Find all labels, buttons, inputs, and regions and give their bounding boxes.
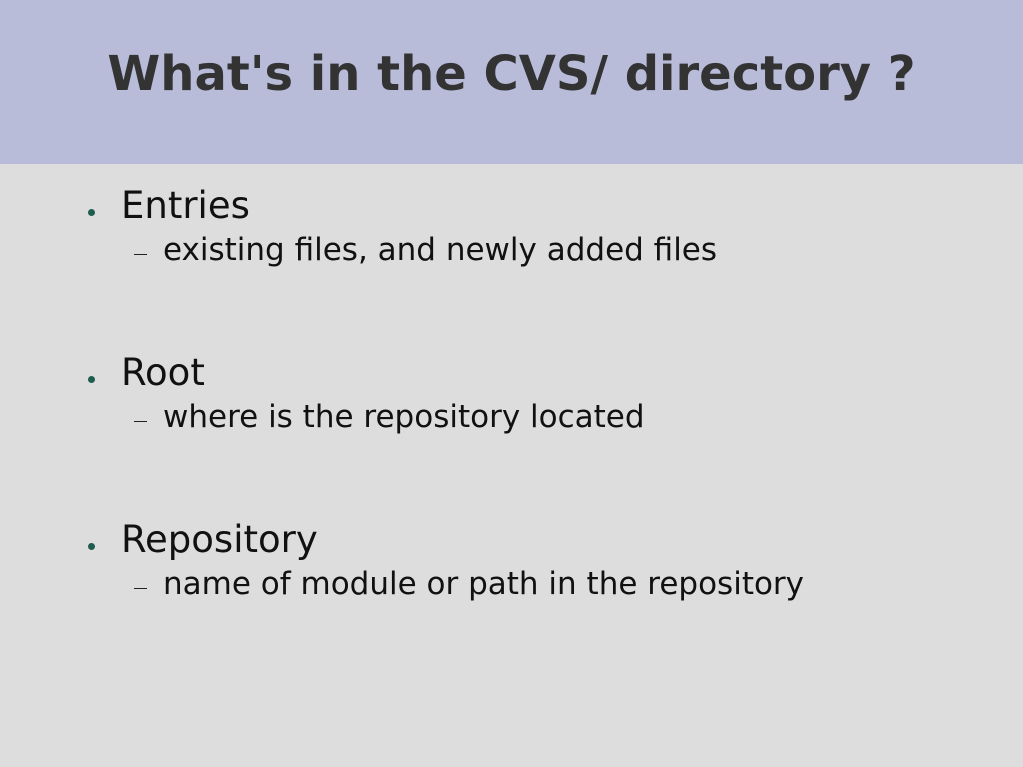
bullet-icon [88,543,95,550]
item-heading: Root [121,351,205,394]
slide-content: Entries existing files, and newly added … [0,164,1023,767]
item-subtext: name of module or path in the repository [163,566,805,602]
item-heading: Repository [121,518,318,561]
bullet-icon [88,376,95,383]
title-band: What's in the CVS/ directory ? [0,0,1023,164]
bullet-icon [88,209,95,216]
item-heading: Entries [121,184,250,227]
dash-icon [134,421,147,422]
dash-icon [134,588,147,589]
item-subtext: where is the repository located [163,399,645,435]
slide-title: What's in the CVS/ directory ? [107,46,916,102]
item-subtext: existing files, and newly added files [163,232,718,268]
dash-icon [134,254,147,255]
